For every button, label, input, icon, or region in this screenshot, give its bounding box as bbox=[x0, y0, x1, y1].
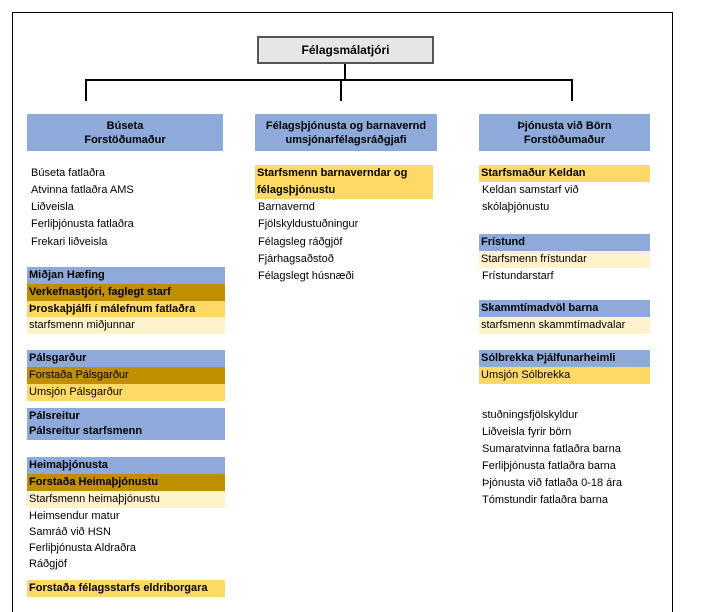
col2-item: Barnavernd bbox=[258, 201, 315, 213]
starfsmenn-midjunnar-bar: starfsmenn miðjunnar bbox=[27, 317, 225, 334]
palsreitur-header: Pálsreitur Pálsreitur starfsmenn bbox=[27, 408, 225, 440]
heima-item: Ráðgjöf bbox=[29, 558, 67, 570]
forstada-palsgardur-bar: Forstaða Pálsgarður bbox=[27, 367, 225, 384]
col2-item: Félagslegt húsnæði bbox=[258, 270, 355, 282]
col3-item: Liðveisla fyrir börn bbox=[482, 426, 572, 438]
skammtimadvol-header: Skammtímadvöl barna bbox=[479, 300, 650, 317]
throskathjalfi-bar: Þroskaþjálfi í málefnum fatlaðra bbox=[27, 301, 225, 317]
heima-item: Ferliþjónusta Aldraðra bbox=[29, 542, 137, 554]
director-box: Félagsmálatjóri bbox=[257, 36, 434, 64]
connector-vertical-top bbox=[344, 64, 346, 80]
palsgardur-header: Pálsgarður bbox=[27, 350, 225, 367]
col2-header-title: Félagsþjónusta og barnavernd bbox=[265, 119, 427, 132]
heima-item: Heimsendur matur bbox=[29, 510, 120, 522]
col1-item: Ferliþjónusta fatlaðra bbox=[31, 218, 134, 230]
col1-item: Frekari liðveisla bbox=[31, 236, 108, 248]
keldan-item: skólaþjónustu bbox=[482, 201, 550, 213]
connector-right bbox=[571, 79, 573, 101]
forstada-eldri-bar: Forstaða félagsstarfs eldriborgara bbox=[27, 580, 225, 597]
col3-item: Þjónusta við fatlaða 0-18 ára bbox=[482, 477, 623, 489]
col2-starfsmenn-line1: Starfsmenn barnaverndar og bbox=[257, 167, 408, 179]
starfsmenn-heima-bar: Starfsmenn heimaþjónustu bbox=[27, 491, 225, 508]
col2-item: Fjárhagsaðstoð bbox=[258, 253, 334, 265]
col1-header-title: Búseta bbox=[106, 119, 144, 132]
fristundarstarf-item: Frístundarstarf bbox=[482, 270, 554, 282]
col2-starfsmenn-bar: Starfsmenn barnaverndar og félagsþjónust… bbox=[255, 165, 433, 199]
solbrekka-header: Sólbrekka Þjálfunarheimli bbox=[479, 350, 650, 367]
connector-middle bbox=[340, 79, 342, 101]
verkefnastjori-bar: Verkefnastjóri, faglegt starf bbox=[27, 284, 225, 301]
col1-item: Liðveisla bbox=[31, 201, 74, 213]
starfsmenn-skammtima-bar: starfsmenn skammtímadvalar bbox=[479, 317, 650, 334]
col1-header-subtitle: Forstöðumaður bbox=[84, 133, 166, 146]
col3-header: Þjónusta við Börn Forstöðumaður bbox=[479, 114, 650, 151]
col1-item: Búseta fatlaðra bbox=[31, 167, 105, 179]
col3-header-title: Þjónusta við Börn bbox=[517, 119, 612, 132]
fristund-header: Frístund bbox=[479, 234, 650, 251]
col3-header-subtitle: Forstöðumaður bbox=[523, 133, 606, 146]
col2-starfsmenn-line2: félagsþjónustu bbox=[257, 184, 336, 196]
keldan-bar: Starfsmaður Keldan bbox=[479, 165, 650, 182]
col2-header: Félagsþjónusta og barnavernd umsjónarfél… bbox=[255, 114, 437, 151]
starfsmenn-fristundar-bar: Starfsmenn frístundar bbox=[479, 251, 650, 268]
keldan-item: Keldan samstarf við bbox=[482, 184, 579, 196]
col2-item: Félagsleg ráðgjöf bbox=[258, 236, 343, 248]
midjan-header: Miðjan Hæfing bbox=[27, 267, 225, 284]
connector-horizontal bbox=[85, 79, 573, 81]
col1-header: Búseta Forstöðumaður bbox=[27, 114, 223, 151]
chart-frame bbox=[12, 12, 673, 612]
heima-item: Samráð við HSN bbox=[29, 526, 111, 538]
palsreitur-staff: Pálsreitur starfsmenn bbox=[29, 425, 143, 437]
umsjon-palsgardur-bar: Umsjón Pálsgarður bbox=[27, 384, 225, 401]
col3-item: Sumaratvinna fatlaðra barna bbox=[482, 443, 621, 455]
palsreitur-title: Pálsreitur bbox=[29, 410, 80, 422]
col2-item: Fjölskyldustuðningur bbox=[258, 218, 359, 230]
connector-left bbox=[85, 79, 87, 101]
col3-item: stuðningsfjölskyldur bbox=[482, 409, 578, 421]
col1-item: Atvinna fatlaðra AMS bbox=[31, 184, 134, 196]
col2-header-subtitle: umsjónarfélagsráðgjafi bbox=[285, 133, 407, 146]
col3-item: Tómstundir fatlaðra barna bbox=[482, 494, 608, 506]
umsjon-solbrekka-bar: Umsjón Sólbrekka bbox=[479, 367, 650, 384]
heimathjonusta-header: Heimaþjónusta bbox=[27, 457, 225, 474]
forstada-heimathjonustu-bar: Forstaða Heimaþjónustu bbox=[27, 474, 225, 491]
col3-item: Ferliþjónusta fatlaðra barna bbox=[482, 460, 616, 472]
